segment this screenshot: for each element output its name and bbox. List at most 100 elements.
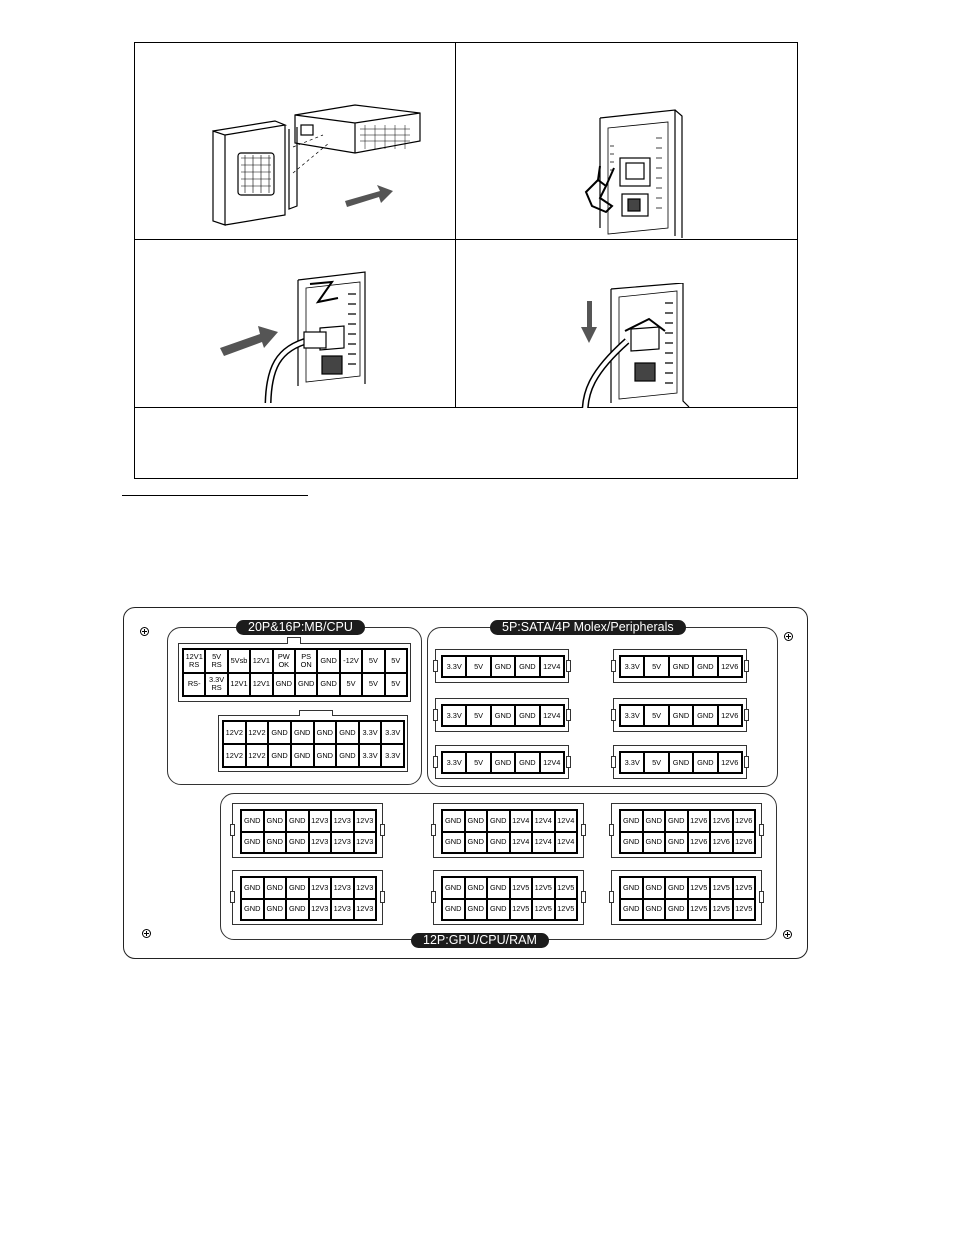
pin-cell: GND xyxy=(487,831,510,853)
pin-cell: 12V3 xyxy=(353,831,376,853)
pin-cell: GND xyxy=(515,705,540,726)
pin-cell: GND xyxy=(286,877,309,899)
installation-steps-table xyxy=(134,42,798,479)
pin-cell: GND xyxy=(642,898,665,920)
switch-off-illustration xyxy=(584,109,683,238)
pin-cell: PW OK xyxy=(272,649,295,673)
pin-cell: GND xyxy=(642,831,665,853)
pin-cell: 5V xyxy=(644,705,669,726)
pin-cell: 5V xyxy=(384,649,407,673)
pin-cell: 3.3V xyxy=(620,752,645,773)
pin-cell: GND xyxy=(490,656,516,677)
pin-cell: RS- xyxy=(183,672,206,696)
pin-cell: 12V3 xyxy=(353,810,376,832)
pin-cell: 12V6 xyxy=(687,810,710,832)
pin-cell: 12V3 xyxy=(308,831,331,853)
pin-cell: 12V1 xyxy=(250,649,273,673)
pin-cell: 12V6 xyxy=(717,656,742,677)
pin-cell: GND xyxy=(490,752,516,773)
pin-cell: GND xyxy=(241,810,264,832)
pin-cell: 12V5 xyxy=(710,877,733,899)
pin-cell: GND xyxy=(515,752,540,773)
pin-cell: PS ON xyxy=(294,649,318,673)
power-cord-plug-illustration xyxy=(220,271,366,403)
pin-cell: GND xyxy=(442,810,465,832)
pin-cell: 12V2 xyxy=(245,721,269,744)
pin-cell: GND xyxy=(442,898,465,920)
pin-cell: GND xyxy=(487,898,510,920)
pin-cell: GND xyxy=(620,810,643,832)
screw-icon xyxy=(783,930,792,939)
pin-cell: GND xyxy=(464,877,487,899)
pin-cell: 3.3V xyxy=(620,656,645,677)
pin-cell: GND xyxy=(642,877,665,899)
pin-cell: 12V1 xyxy=(250,672,273,696)
pin-cell: GND xyxy=(464,831,487,853)
gpu-cpu-ram-group-title: 12P:GPU/CPU/RAM xyxy=(411,933,549,948)
pin-cell: GND xyxy=(693,752,718,773)
pin-cell: GND xyxy=(272,672,295,696)
pin-cell: 12V3 xyxy=(353,898,376,920)
pin-cell: GND xyxy=(290,721,314,744)
pin-cell: 5V xyxy=(644,656,669,677)
cord-clip-illustration xyxy=(581,283,690,408)
pin-cell: GND xyxy=(313,744,337,767)
pin-cell: 12V6 xyxy=(710,810,733,832)
pin-cell: 5V xyxy=(362,672,385,696)
pin-cell: GND xyxy=(286,810,309,832)
pin-cell: GND xyxy=(487,877,510,899)
pin-cell: GND xyxy=(665,877,688,899)
pin-cell: 5V xyxy=(384,672,407,696)
pin-cell: 12V6 xyxy=(710,831,733,853)
pin-cell: GND xyxy=(515,656,540,677)
pin-cell: 12V5 xyxy=(710,898,733,920)
pin-cell: 12V4 xyxy=(532,810,555,832)
pin-cell: 12V4 xyxy=(554,831,577,853)
pin-cell: 12V3 xyxy=(353,877,376,899)
pin-cell: 12V5 xyxy=(732,898,755,920)
pin-cell: 12V3 xyxy=(331,831,354,853)
pin-cell: 5V xyxy=(644,752,669,773)
screw-icon xyxy=(142,929,151,938)
pin-cell: GND xyxy=(668,752,694,773)
pin-cell: -12V xyxy=(339,649,363,673)
pin-cell: GND xyxy=(263,810,286,832)
pin-cell: 12V3 xyxy=(308,898,331,920)
pin-cell: 3.3V xyxy=(620,705,645,726)
pin-cell: 3.3V xyxy=(442,752,467,773)
pin-cell: GND xyxy=(693,656,718,677)
pin-cell: 12V3 xyxy=(331,898,354,920)
pin-cell: 5V RS xyxy=(205,649,228,673)
pin-cell: 12V5 xyxy=(687,877,710,899)
pin-cell: GND xyxy=(464,810,487,832)
pin-cell: 3.3V xyxy=(442,705,467,726)
pin-cell: 12V3 xyxy=(331,810,354,832)
pin-cell: GND xyxy=(290,744,314,767)
pin-cell: 12V5 xyxy=(732,877,755,899)
pin-cell: 5V xyxy=(339,672,363,696)
pin-cell: 12V5 xyxy=(509,877,532,899)
pin-cell: 12V5 xyxy=(554,898,577,920)
pin-cell: 12V4 xyxy=(509,831,532,853)
pin-cell: GND xyxy=(487,810,510,832)
pin-cell: GND xyxy=(693,705,718,726)
pin-cell: 5Vsb xyxy=(227,649,251,673)
pin-cell: 12V5 xyxy=(687,898,710,920)
pin-cell: 12V4 xyxy=(509,810,532,832)
pin-cell: GND xyxy=(464,898,487,920)
pin-cell: GND xyxy=(241,831,264,853)
pin-cell: 12V5 xyxy=(554,877,577,899)
pin-cell: 5V xyxy=(466,752,491,773)
